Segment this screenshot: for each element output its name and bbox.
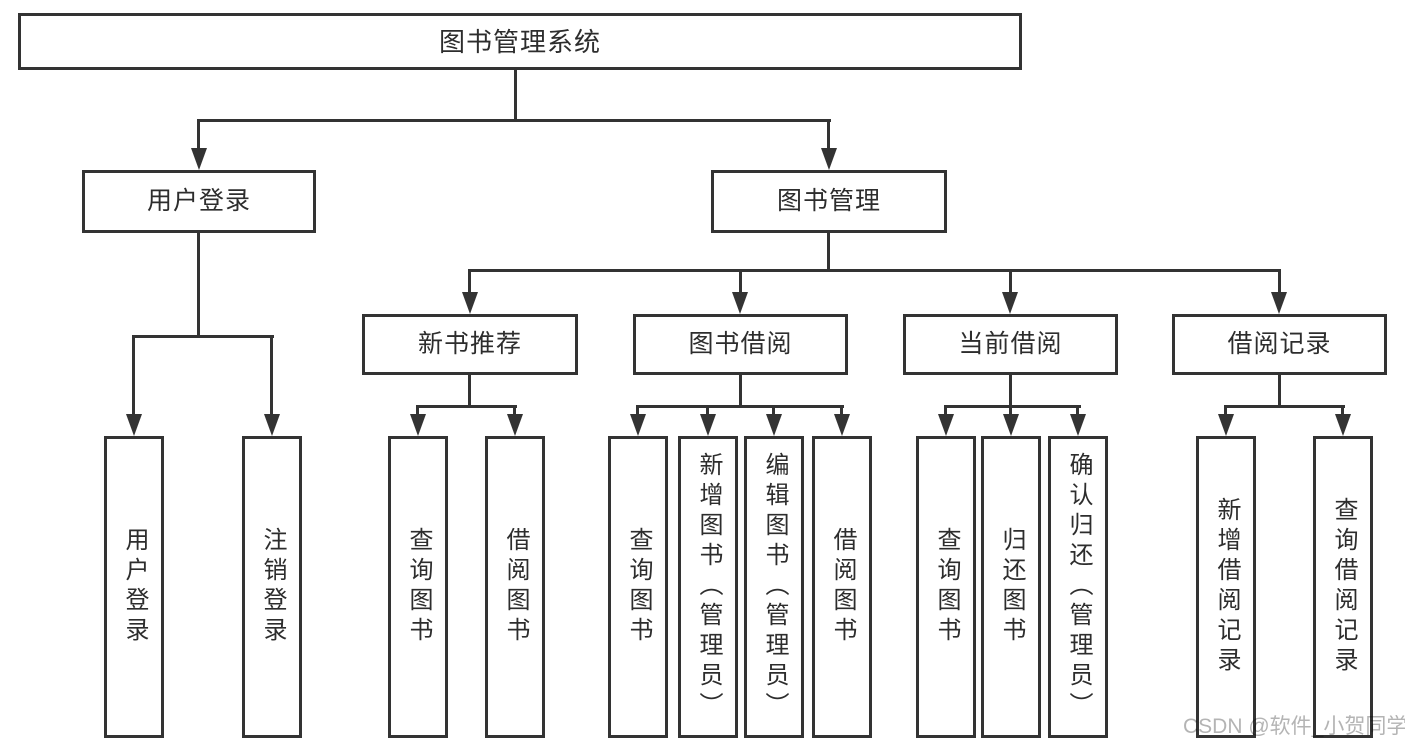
connector-line xyxy=(132,335,274,338)
arrow-down-icon xyxy=(834,414,850,436)
node-book-management: 图书管理 xyxy=(711,170,947,233)
connector-line xyxy=(827,119,830,152)
leaf-query-borrow-record-label: 查询借阅记录 xyxy=(1330,497,1357,677)
connector-line xyxy=(514,70,517,121)
leaf-borrow-book-label: 借阅图书 xyxy=(829,527,856,647)
connector-line xyxy=(944,405,947,417)
arrow-down-icon xyxy=(191,148,207,170)
leaf-query-book-recommend: 查询图书 xyxy=(388,436,448,738)
connector-line xyxy=(944,405,1081,408)
connector-line xyxy=(468,269,1281,272)
leaf-query-book-current: 查询图书 xyxy=(916,436,976,738)
connector-line xyxy=(636,405,639,417)
leaf-add-borrow-record-label: 新增借阅记录 xyxy=(1213,497,1240,677)
leaf-confirm-return-admin-label: 确认归还（管理员） xyxy=(1065,452,1092,722)
arrow-down-icon xyxy=(630,414,646,436)
leaf-return-book-label: 归还图书 xyxy=(998,527,1025,647)
arrow-down-icon xyxy=(1218,414,1234,436)
connector-line xyxy=(706,405,709,417)
connector-line xyxy=(1076,405,1079,417)
node-user-login: 用户登录 xyxy=(82,170,316,233)
leaf-query-book-recommend-label: 查询图书 xyxy=(405,527,432,647)
leaf-user-login-label: 用户登录 xyxy=(121,527,148,647)
node-book-management-label: 图书管理 xyxy=(776,187,881,215)
node-new-book-recommend-label: 新书推荐 xyxy=(417,330,522,358)
connector-line xyxy=(1278,269,1281,295)
leaf-add-borrow-record: 新增借阅记录 xyxy=(1196,436,1256,738)
arrow-down-icon xyxy=(732,292,748,314)
watermark: CSDN @软件_小贺同学 xyxy=(1183,715,1405,738)
node-current-borrow: 当前借阅 xyxy=(903,314,1118,375)
arrow-down-icon xyxy=(1271,292,1287,314)
connector-line xyxy=(197,233,200,336)
arrow-down-icon xyxy=(507,414,523,436)
leaf-query-book-borrow: 查询图书 xyxy=(608,436,668,738)
connector-line xyxy=(1278,375,1281,407)
connector-line xyxy=(468,375,471,407)
node-borrow-records-label: 借阅记录 xyxy=(1227,330,1332,358)
arrow-down-icon xyxy=(264,414,280,436)
arrow-down-icon xyxy=(410,414,426,436)
leaf-edit-book-admin-label: 编辑图书（管理员） xyxy=(761,452,788,722)
connector-line xyxy=(132,335,135,417)
leaf-borrow-book-recommend-label: 借阅图书 xyxy=(502,527,529,647)
connector-line xyxy=(739,375,742,407)
leaf-query-book-current-label: 查询图书 xyxy=(933,527,960,647)
connector-line xyxy=(270,335,273,417)
arrow-down-icon xyxy=(1070,414,1086,436)
arrow-down-icon xyxy=(938,414,954,436)
node-root-label: 图书管理系统 xyxy=(438,26,601,57)
connector-line xyxy=(416,405,419,417)
arrow-down-icon xyxy=(1335,414,1351,436)
connector-line xyxy=(1341,405,1344,417)
arrow-down-icon xyxy=(766,414,782,436)
connector-line xyxy=(1009,405,1012,417)
leaf-return-book: 归还图书 xyxy=(981,436,1041,738)
node-user-login-label: 用户登录 xyxy=(146,187,251,215)
node-root: 图书管理系统 xyxy=(18,13,1022,70)
leaf-user-login: 用户登录 xyxy=(104,436,164,738)
arrow-down-icon xyxy=(462,292,478,314)
node-current-borrow-label: 当前借阅 xyxy=(958,330,1063,358)
connector-line xyxy=(772,405,775,417)
leaf-borrow-book: 借阅图书 xyxy=(812,436,872,738)
connector-line xyxy=(513,405,516,417)
node-book-borrow-label: 图书借阅 xyxy=(688,330,793,358)
node-new-book-recommend: 新书推荐 xyxy=(362,314,578,375)
connector-line xyxy=(827,233,830,271)
connector-line xyxy=(1009,375,1012,407)
connector-line xyxy=(636,405,844,408)
leaf-add-book-admin-label: 新增图书（管理员） xyxy=(695,452,722,722)
connector-line xyxy=(1009,269,1012,295)
connector-line xyxy=(197,119,831,122)
connector-line xyxy=(1224,405,1227,417)
leaf-logout: 注销登录 xyxy=(242,436,302,738)
node-borrow-records: 借阅记录 xyxy=(1172,314,1387,375)
connector-line xyxy=(1224,405,1345,408)
node-book-borrow: 图书借阅 xyxy=(633,314,848,375)
leaf-query-borrow-record: 查询借阅记录 xyxy=(1313,436,1373,738)
connector-line xyxy=(840,405,843,417)
arrow-down-icon xyxy=(1002,292,1018,314)
leaf-edit-book-admin: 编辑图书（管理员） xyxy=(744,436,804,738)
leaf-logout-label: 注销登录 xyxy=(259,527,286,647)
arrow-down-icon xyxy=(126,414,142,436)
leaf-query-book-borrow-label: 查询图书 xyxy=(625,527,652,647)
arrow-down-icon xyxy=(1003,414,1019,436)
leaf-add-book-admin: 新增图书（管理员） xyxy=(678,436,738,738)
connector-line xyxy=(416,405,517,408)
leaf-confirm-return-admin: 确认归还（管理员） xyxy=(1048,436,1108,738)
connector-line xyxy=(468,269,471,295)
connector-line xyxy=(739,269,742,295)
connector-line xyxy=(197,119,200,152)
arrow-down-icon xyxy=(700,414,716,436)
leaf-borrow-book-recommend: 借阅图书 xyxy=(485,436,545,738)
arrow-down-icon xyxy=(821,148,837,170)
